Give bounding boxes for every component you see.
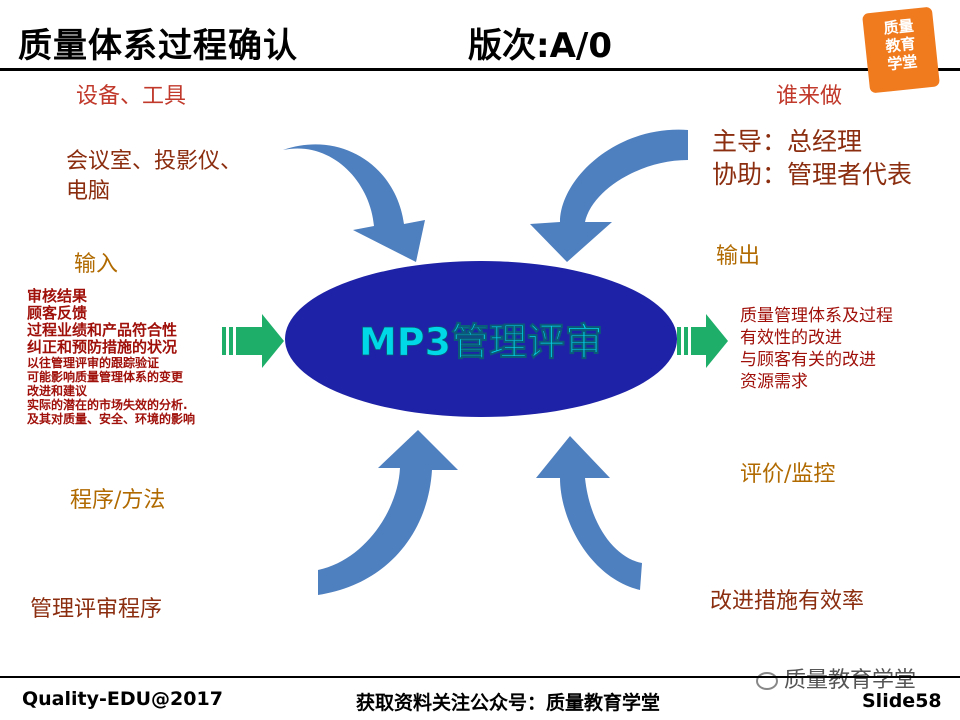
watermark: 质量教育学堂: [756, 662, 916, 694]
input-item: 纠正和预防措施的状况: [27, 338, 178, 356]
output-item: 有效性的改进: [740, 328, 842, 348]
input-heading: 输入: [74, 252, 119, 277]
center-label: MP3管理评审: [359, 320, 603, 364]
output-list: 质量管理体系及过程 有效性的改进 与顾客有关的改进 资源需求: [740, 305, 950, 393]
input-list: 审核结果 顾客反馈 过程业绩和产品符合性 纠正和预防措施的状况 以往管理评审的跟…: [27, 287, 227, 427]
output-heading: 输出: [716, 244, 761, 269]
output-arrow: [677, 314, 728, 368]
input-item: 审核结果: [27, 287, 88, 305]
footer-copyright: Quality-EDU@2017: [22, 688, 223, 710]
version-label: 版次:A/0: [468, 26, 612, 66]
equipment-text-1: 会议室、投影仪、: [66, 149, 243, 174]
input-item: 过程业绩和产品符合性: [27, 321, 178, 339]
input-arrow: [222, 314, 284, 368]
input-item: 以往管理评审的跟踪验证: [27, 356, 160, 370]
input-item: 顾客反馈: [27, 304, 88, 322]
output-item: 资源需求: [740, 372, 808, 392]
method-text: 管理评审程序: [30, 597, 163, 622]
curved-arrow-top-left: [283, 144, 425, 262]
footer-wechat-note: 获取资料关注公众号：质量教育学堂: [356, 692, 661, 714]
monitor-text: 改进措施有效率: [710, 589, 865, 614]
monitor-heading: 评价/监控: [740, 462, 836, 487]
equipment-text-2: 电脑: [66, 179, 111, 204]
curved-arrow-bottom-right: [536, 436, 642, 590]
watermark-text: 质量教育学堂: [784, 668, 917, 693]
input-item: 及其对质量、安全、环境的影响: [27, 412, 196, 426]
footer-divider: [0, 676, 960, 678]
center-ellipse: [285, 261, 677, 417]
equipment-heading: 设备、工具: [76, 84, 187, 109]
curved-arrow-top-right: [530, 129, 688, 262]
slide-number: Slide58: [862, 690, 942, 712]
who-lead: 主导：总经理: [712, 127, 863, 156]
input-item: 改进和建议: [27, 384, 88, 398]
output-item: 质量管理体系及过程: [740, 306, 893, 326]
method-heading: 程序/方法: [70, 488, 166, 513]
header-divider: [0, 68, 960, 71]
wechat-icon: [756, 672, 778, 690]
output-item: 与顾客有关的改进: [740, 350, 876, 370]
input-item: 可能影响质量管理体系的变更: [27, 370, 184, 384]
input-item: 实际的潜在的市场失效的分析.: [27, 398, 188, 412]
who-assist: 协助：管理者代表: [712, 160, 913, 189]
page-title: 质量体系过程确认: [18, 26, 298, 66]
curved-arrow-bottom-left: [318, 430, 458, 595]
who-heading: 谁来做: [776, 84, 843, 109]
